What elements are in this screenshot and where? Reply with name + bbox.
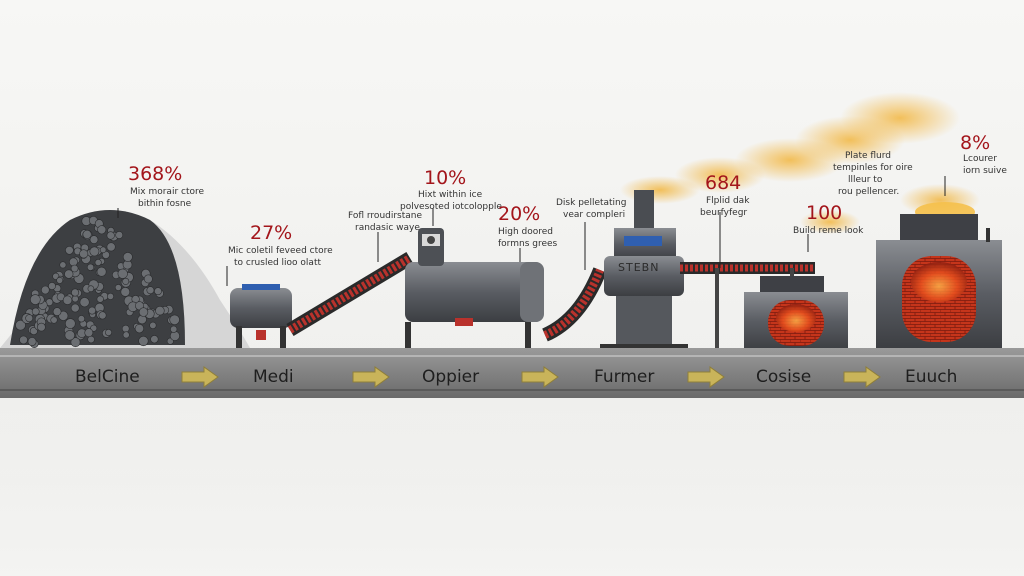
pelletizer-tower (600, 190, 688, 350)
callout-note: to crusled lioo olatt (234, 258, 322, 268)
callout-note: Flplid dak (706, 196, 750, 206)
stage-label: BelCine (75, 367, 140, 387)
process-note: Plate flurd (845, 151, 891, 161)
leader-lines (117, 176, 946, 286)
ore-pile (0, 210, 250, 348)
callout-note: Mic coletil feveed ctore (228, 246, 333, 256)
arrow-right-icon (352, 366, 390, 388)
process-note: vear compleri (563, 210, 626, 220)
process-note: rou pellencer. (838, 187, 900, 197)
callout-value: 684 (705, 172, 742, 194)
stage-label: Cosise (756, 367, 812, 387)
callout-value: 8% (960, 132, 991, 154)
large-furnace (876, 214, 1002, 348)
callout-note: polvesoted iotcolopple (400, 202, 502, 212)
crusher-machine (230, 284, 292, 348)
callout-note: Hixt within ice (418, 190, 483, 200)
callout-value: 10% (424, 167, 467, 189)
stage-label: Furmer (594, 367, 655, 387)
callout-value: 27% (250, 222, 293, 244)
callout-note: iorn suive (963, 166, 1007, 176)
floor-reflection (0, 398, 1024, 576)
arrow-right-icon (521, 366, 559, 388)
conveyor-1 (286, 251, 414, 337)
small-furnace (744, 276, 848, 350)
mixer-drum (405, 228, 544, 348)
callout-note: beurfyfegr (700, 208, 748, 218)
callout-note: bithin fosne (138, 199, 192, 209)
process-note: tempinles for oire (833, 163, 913, 173)
callout-value: 368% (128, 163, 183, 185)
machine-panel-label: STEBN (618, 261, 660, 274)
stage-label: Oppier (422, 367, 480, 387)
callout-note: Build reme look (793, 226, 864, 236)
callout-note: Mix morair ctore (130, 187, 205, 197)
callout-note: Lcourer (963, 154, 997, 164)
callout-value: 100 (806, 202, 843, 224)
smoke-plume (620, 92, 980, 234)
callout-value: 20% (498, 203, 541, 225)
process-note: llleur to (848, 175, 883, 185)
process-note: randasic waye (355, 223, 420, 233)
callout-note: formns grees (498, 239, 558, 249)
callout-note: High doored (498, 227, 554, 237)
arrow-right-icon (687, 366, 725, 388)
conveyor-2 (541, 267, 607, 342)
stage-label: Euuch (905, 367, 958, 387)
process-note: Fofl rroudirstane (348, 211, 423, 221)
stage-label: Medi (253, 367, 294, 387)
process-note: Disk pelletating (556, 198, 627, 208)
arrow-right-icon (181, 366, 219, 388)
arrow-right-icon (843, 366, 881, 388)
